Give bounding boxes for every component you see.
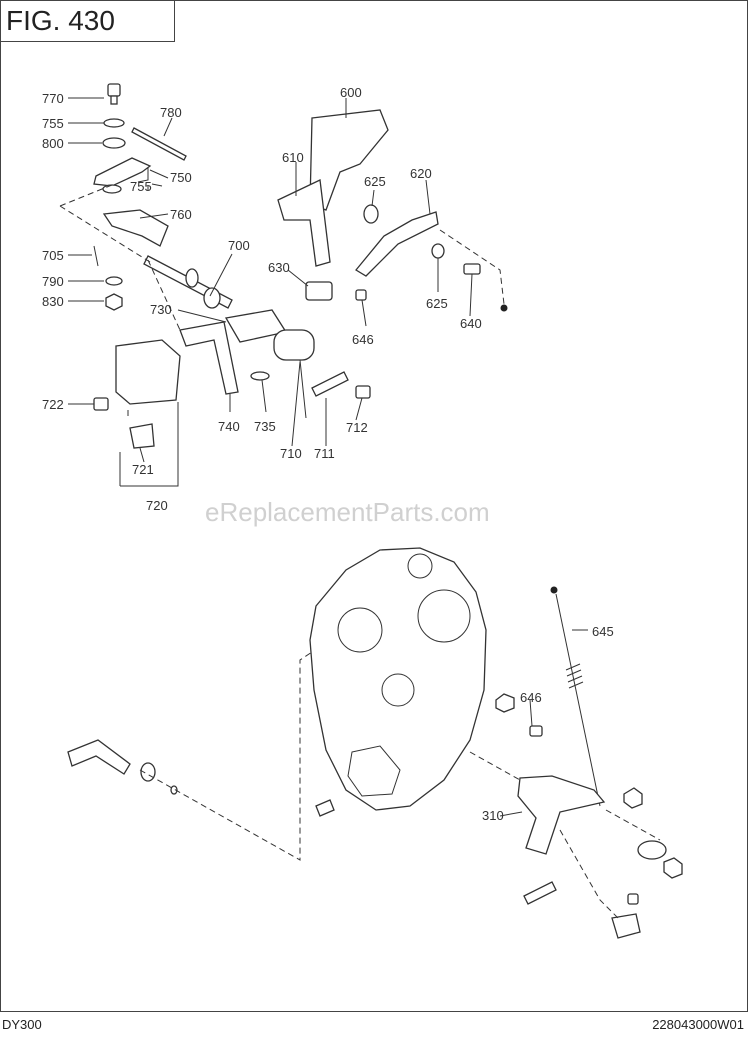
callout-721: 721 — [132, 462, 154, 477]
part-760-lever — [102, 209, 169, 247]
exploded-parts-diagram: eReplacementParts.com — [42, 83, 683, 939]
part-630-spring — [305, 281, 333, 301]
assembly-line — [59, 184, 181, 331]
part-610-plate — [277, 179, 331, 267]
callout-830: 830 — [42, 294, 64, 309]
part-721-pad — [129, 423, 155, 449]
part-640-bolt — [463, 263, 481, 275]
callout-750: 750 — [170, 170, 192, 185]
callout-705: 705 — [42, 248, 64, 263]
figure-title: FIG. 430 — [0, 0, 175, 42]
part-770-bolt — [107, 83, 121, 105]
part-712-bolt — [355, 385, 371, 399]
callout-770: 770 — [42, 91, 64, 106]
callout-800: 800 — [42, 136, 64, 151]
part-800-washer — [102, 137, 126, 149]
watermark-text: eReplacementParts.com — [205, 497, 490, 527]
callout-710: 710 — [280, 446, 302, 461]
nut-lower — [663, 857, 683, 879]
part-740-bracket — [179, 321, 239, 395]
clip-lower — [611, 913, 641, 939]
assembly-line — [469, 751, 661, 921]
drawing-code: 228043000W01 — [652, 1017, 744, 1032]
drawing-frame — [0, 0, 748, 1012]
part-646-bolt — [355, 289, 367, 301]
callout-740: 740 — [218, 419, 240, 434]
crankcase-housing — [309, 547, 487, 811]
part-755-washer — [103, 118, 125, 128]
callout-610: 610 — [282, 150, 304, 165]
callout-646-2: 646 — [520, 690, 542, 705]
part-310-lever — [517, 775, 606, 855]
callout-730: 730 — [150, 302, 172, 317]
callout-780: 780 — [160, 105, 182, 120]
part-625-collar — [363, 204, 379, 224]
part-711-link — [311, 371, 349, 397]
part-625-washer — [431, 243, 445, 259]
callout-620: 620 — [410, 166, 432, 181]
part-700-shaft — [143, 255, 233, 309]
callout-625: 625 — [364, 174, 386, 189]
callout-630: 630 — [268, 260, 290, 275]
part-735-washer — [250, 371, 270, 381]
part-755-washer-2 — [102, 184, 122, 194]
callout-790: 790 — [42, 274, 64, 289]
callout-760: 760 — [170, 207, 192, 222]
leader-lines — [68, 97, 588, 817]
part-710-actuator — [273, 329, 315, 419]
screw-lower — [627, 893, 639, 905]
left-shaft — [67, 739, 178, 795]
callout-645: 645 — [592, 624, 614, 639]
callout-735: 735 — [254, 419, 276, 434]
callout-310: 310 — [482, 808, 504, 823]
nut-right — [623, 787, 643, 809]
callout-755: 755 — [42, 116, 64, 131]
part-722-bolt — [93, 397, 109, 411]
model-number: DY300 — [2, 1017, 42, 1032]
part-645-rod — [550, 586, 601, 807]
washer-large — [637, 840, 667, 860]
part-720-holder — [115, 339, 181, 405]
callout-646: 646 — [352, 332, 374, 347]
callout-712: 712 — [346, 420, 368, 435]
bolt-housing — [315, 799, 335, 817]
part-705-pin — [93, 245, 99, 267]
callout-600: 600 — [340, 85, 362, 100]
part-780-rod — [131, 127, 187, 161]
part-646-bolt-2 — [529, 725, 543, 737]
callout-640: 640 — [460, 316, 482, 331]
callout-711: 711 — [314, 446, 335, 461]
assembly-line — [139, 651, 313, 861]
callout-720: 720 — [146, 498, 168, 513]
callout-625-2: 625 — [426, 296, 448, 311]
bolt-lower — [523, 881, 557, 905]
part-830-nut — [105, 293, 123, 311]
part-646-nut — [495, 693, 515, 713]
part-750-link — [93, 157, 152, 187]
assembly-line — [127, 229, 505, 420]
callout-755-2: 755 — [130, 179, 152, 194]
part-790-washer — [105, 276, 123, 286]
callout-700: 700 — [228, 238, 250, 253]
callout-722: 722 — [42, 397, 64, 412]
part-620-lever — [355, 211, 439, 277]
connection-dot-upper — [500, 304, 508, 312]
